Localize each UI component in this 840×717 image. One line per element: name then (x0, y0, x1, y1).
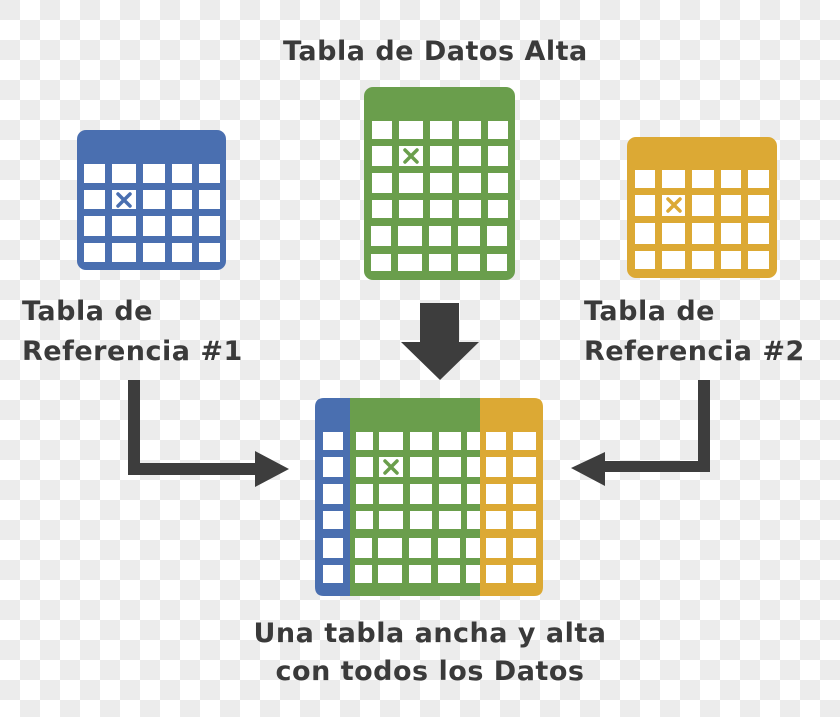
arrow-down-right-icon (128, 380, 289, 487)
reference-table-1-label: Tabla de Referencia #1 (22, 292, 243, 372)
reference-table-1-label-line2: Referencia #1 (22, 336, 243, 367)
reference-table-1-icon (77, 130, 226, 270)
x-marker-icon (116, 192, 132, 208)
tall-data-table-title: Tabla de Datos Alta (283, 32, 588, 72)
tall-data-table-icon (364, 87, 515, 280)
x-marker-icon (383, 459, 399, 475)
tall-data-table-title-text: Tabla de Datos Alta (283, 36, 588, 67)
reference-table-2-label: Tabla de Referencia #2 (584, 292, 805, 372)
x-marker-icon (666, 197, 682, 213)
combined-table-caption: Una tabla ancha y alta con todos los Dat… (238, 615, 622, 691)
x-marker-icon (403, 148, 419, 164)
arrow-down-icon (401, 303, 479, 380)
reference-table-2-label-line1: Tabla de (584, 296, 715, 327)
reference-table-2-label-line2: Referencia #2 (584, 336, 805, 367)
combined-table-icon (315, 398, 543, 596)
reference-table-2-icon (627, 137, 777, 278)
arrow-down-left-icon (571, 380, 710, 486)
combined-table-caption-line1: Una tabla ancha y alta (253, 618, 607, 649)
combined-table-caption-line2: con todos los Datos (275, 656, 585, 687)
reference-table-1-label-line1: Tabla de (22, 296, 153, 327)
